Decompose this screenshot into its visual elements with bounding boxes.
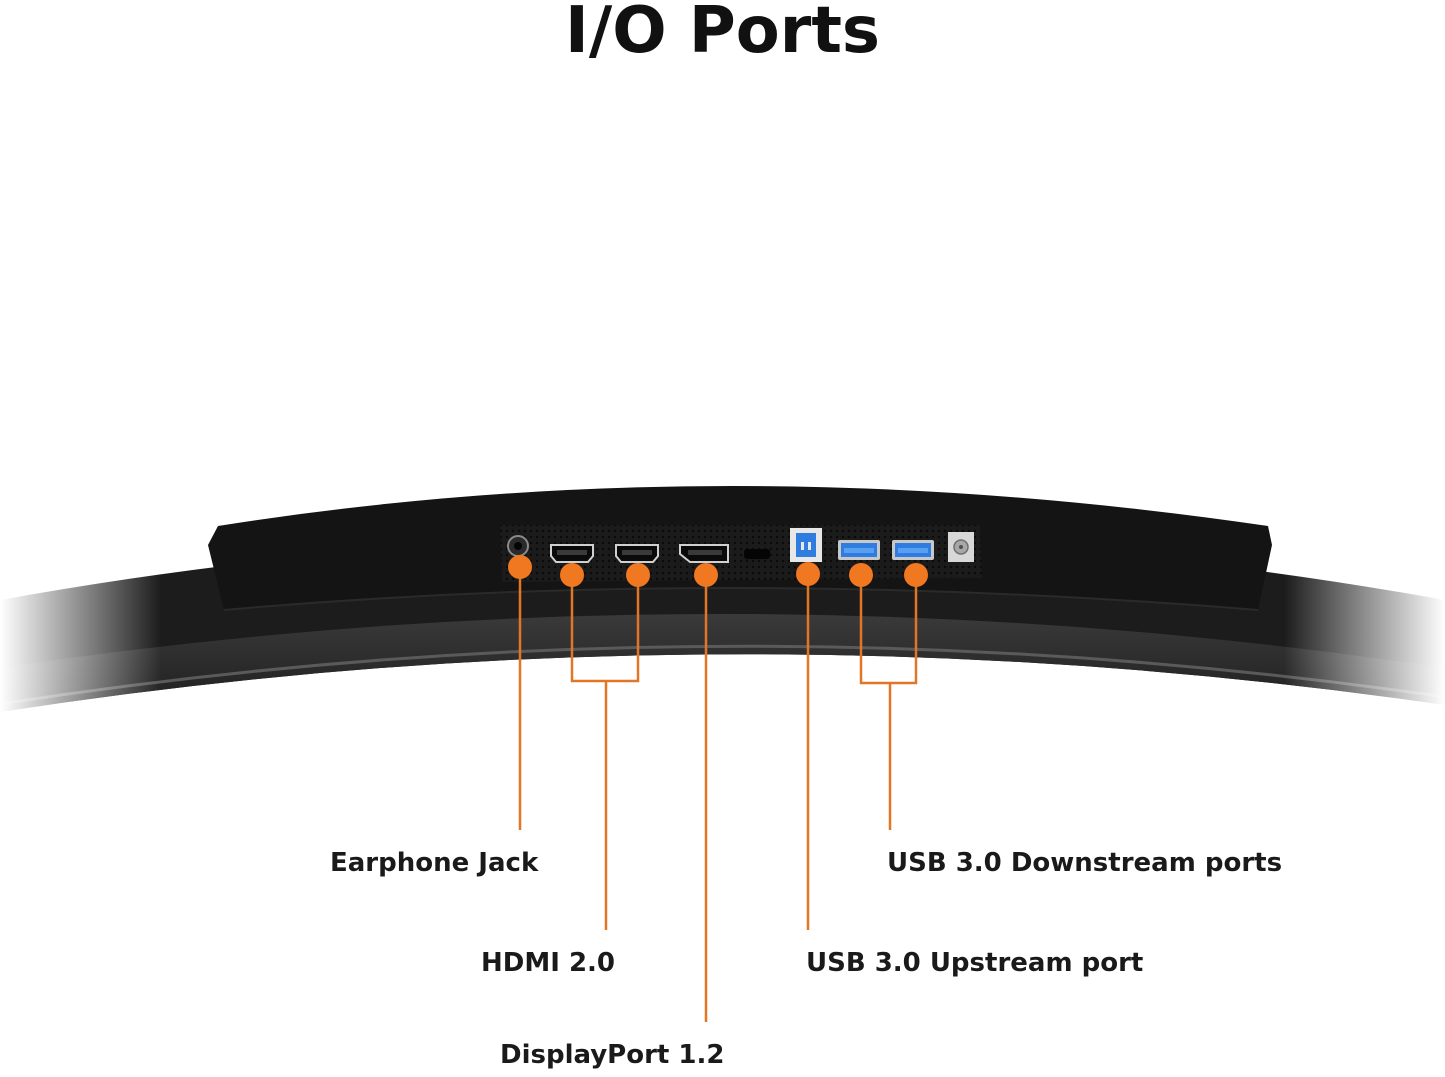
leader-line-usb-downstream: [859, 576, 918, 830]
marker-dot: [626, 563, 650, 587]
marker-dot: [560, 563, 584, 587]
leader-lines: [518, 568, 918, 1022]
port-markers: [508, 555, 928, 587]
earphone-jack-icon: [507, 535, 529, 557]
hdmi-port-icon: [550, 544, 594, 563]
power-jack-icon: [948, 532, 974, 562]
usb-a-port-icon: [838, 540, 880, 560]
marker-dot: [904, 563, 928, 587]
label-usb-downstream: USB 3.0 Downstream ports: [887, 848, 1283, 878]
leader-line-hdmi: [570, 576, 640, 930]
slot-icon: [744, 549, 770, 559]
monitor-bezel-edge: [0, 614, 1445, 712]
usb-a-port-icon: [892, 540, 934, 560]
displayport-icon: [679, 544, 729, 563]
label-earphone-jack: Earphone Jack: [330, 848, 539, 878]
page-title: I/O Ports: [565, 0, 880, 68]
usb-b-port-icon: [790, 528, 822, 562]
label-usb-upstream: USB 3.0 Upstream port: [806, 948, 1144, 978]
label-displayport: DisplayPort 1.2: [500, 1040, 725, 1070]
hdmi-port-icon: [615, 544, 659, 563]
monitor-body: [0, 480, 1445, 740]
marker-dot: [508, 555, 532, 579]
port-strip: [500, 525, 982, 582]
label-hdmi: HDMI 2.0: [481, 948, 615, 978]
marker-dot: [849, 563, 873, 587]
marker-dot: [796, 562, 820, 586]
marker-dot: [694, 563, 718, 587]
